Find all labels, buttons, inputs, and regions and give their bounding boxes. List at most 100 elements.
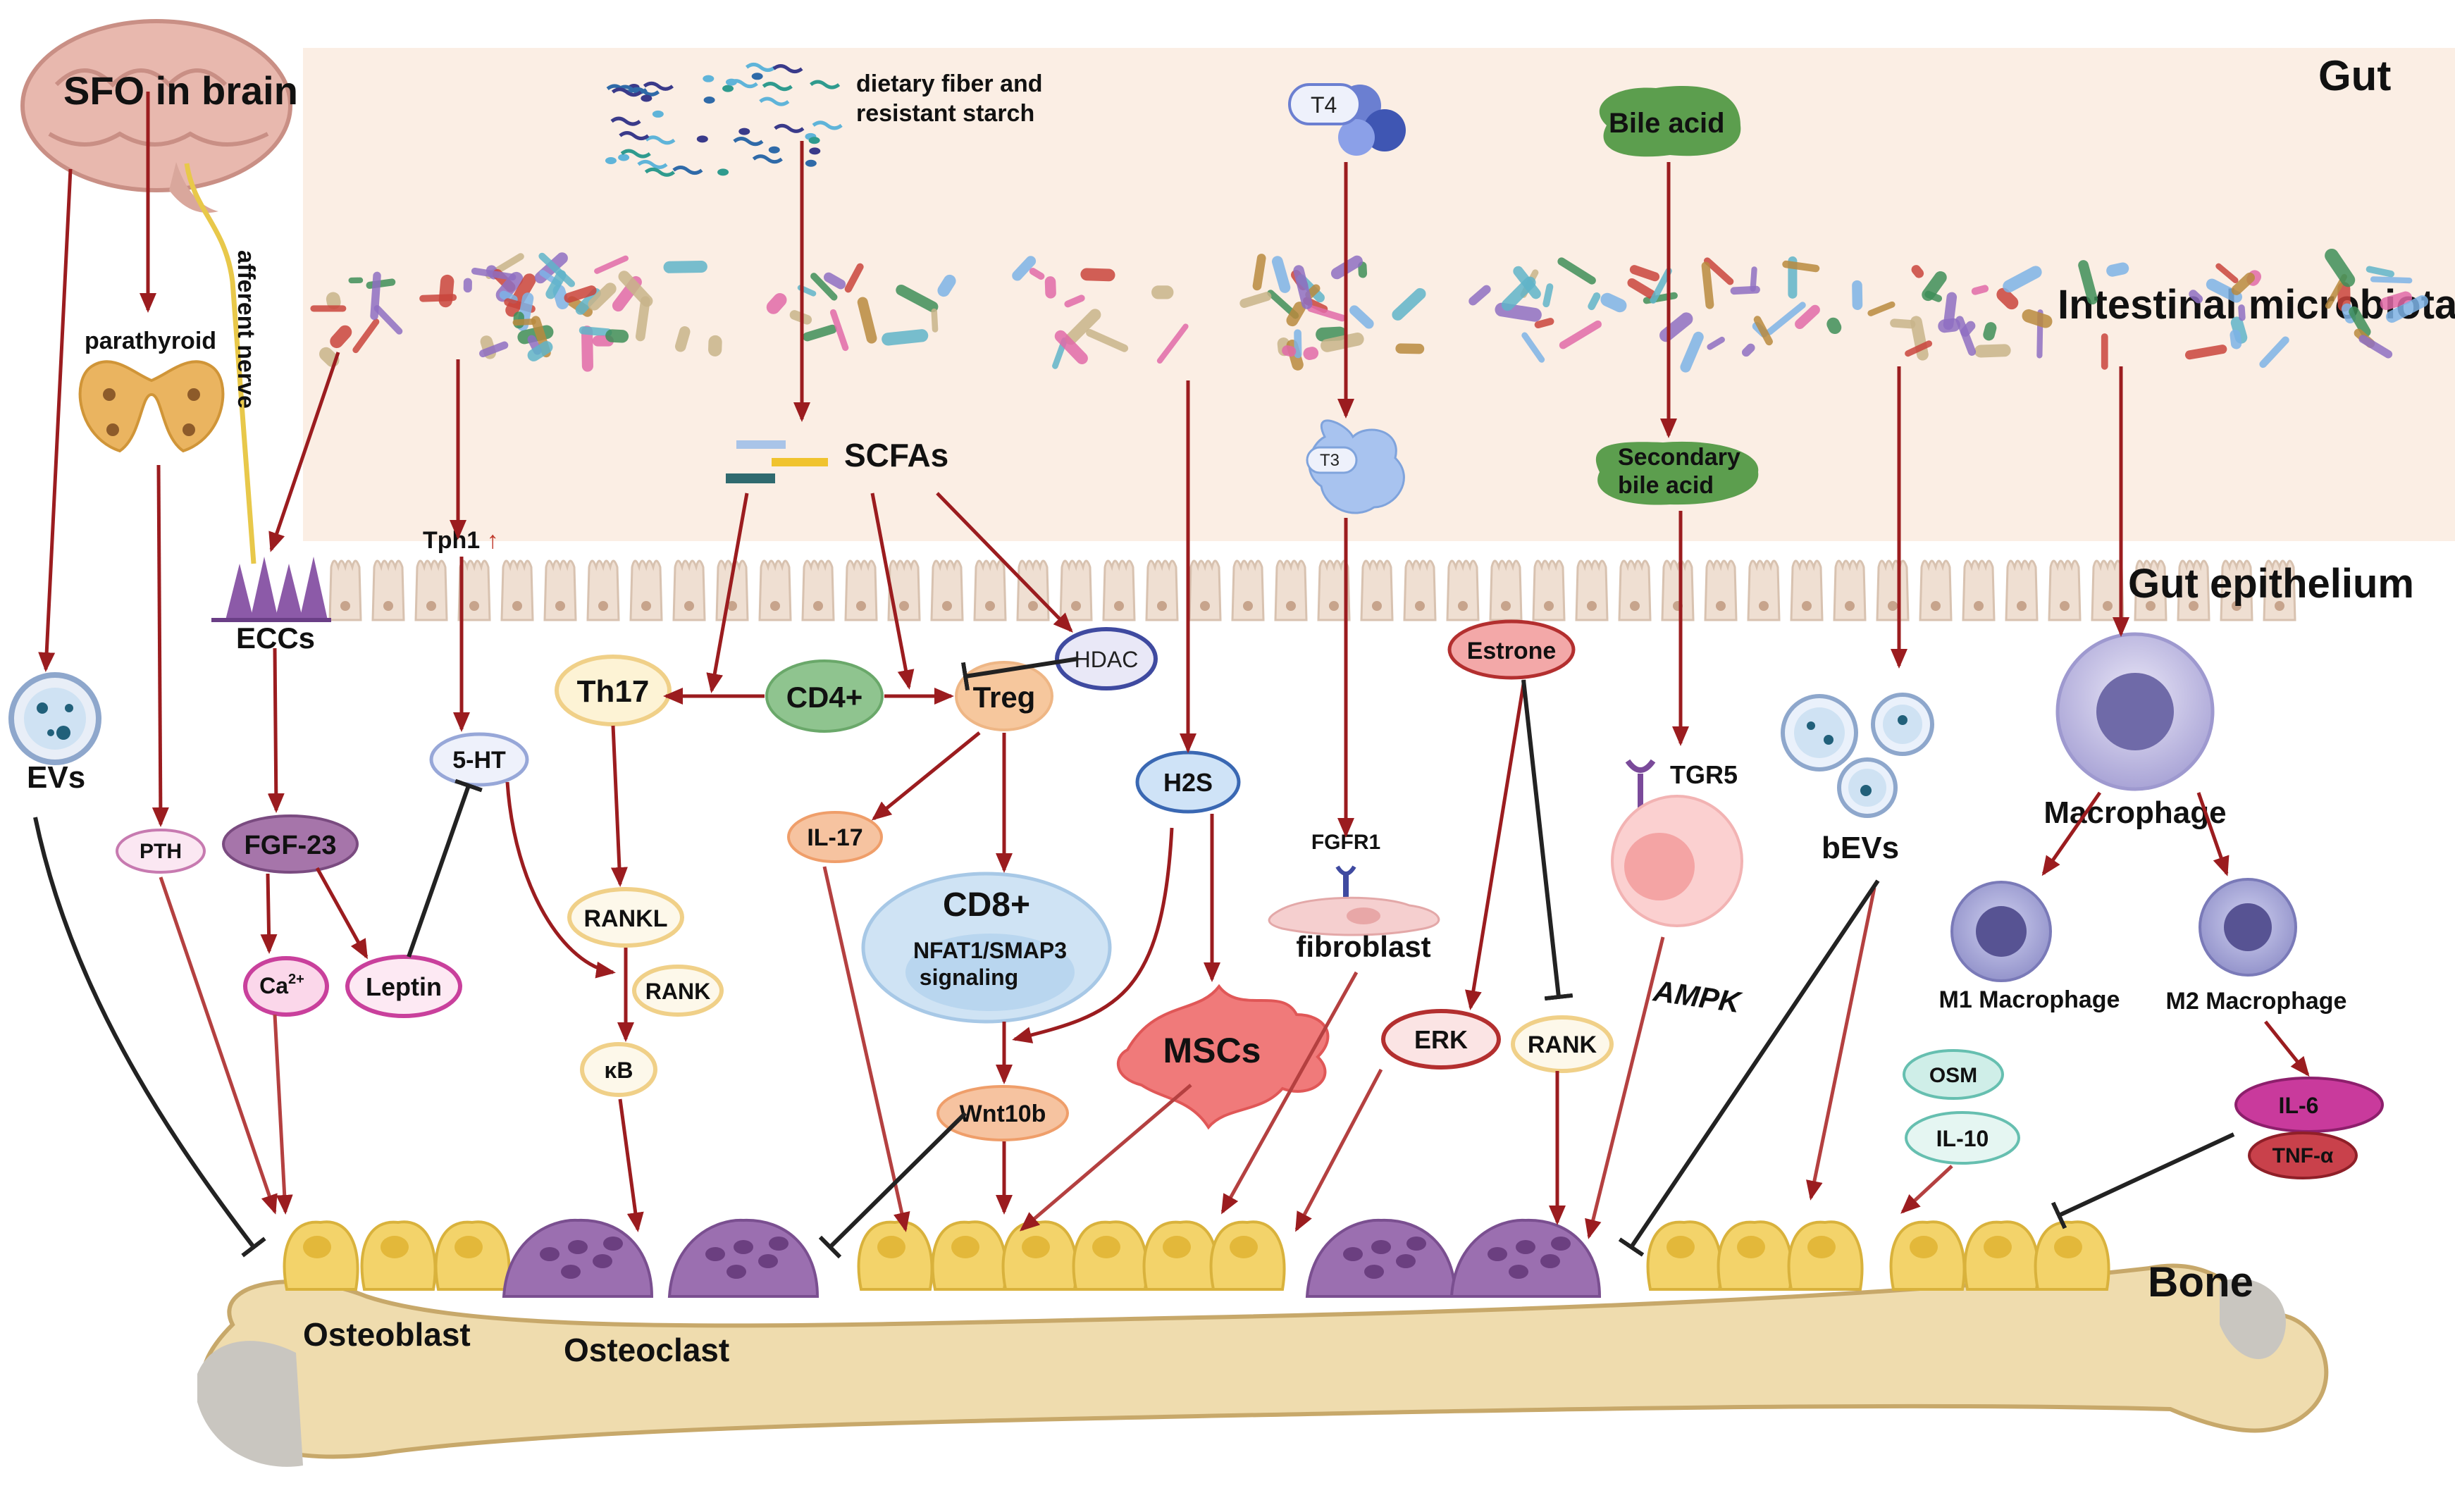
hdac-pill — [1055, 627, 1158, 690]
microbe — [1938, 318, 1960, 333]
fibroblast-nucleus — [1347, 907, 1380, 924]
osteoblast-cell — [283, 1220, 359, 1291]
osm-pill — [1903, 1049, 2004, 1100]
epithelial-cell — [1876, 559, 1910, 621]
microbe — [2003, 266, 2042, 293]
tgr5-receptor-icon — [1625, 759, 1656, 830]
brain-icon — [20, 19, 292, 213]
epithelial-cell — [457, 559, 491, 621]
microbe — [1588, 292, 1601, 311]
ca-pill — [243, 956, 329, 1017]
cd8-nucleus — [905, 934, 1075, 1011]
microbe — [803, 324, 837, 342]
nodes: HDAC Th17 CD4+ Treg IL-17 CD8+ NFAT1/SMA… — [116, 619, 2384, 1179]
microbe — [1766, 302, 1806, 335]
treg-pill — [955, 661, 1053, 731]
microbe — [1680, 331, 1704, 373]
epithelial-cell — [543, 559, 577, 621]
microbe — [1054, 330, 1088, 364]
il17-pill — [787, 811, 883, 863]
microbe — [471, 267, 517, 281]
microbe — [1392, 287, 1426, 321]
mscs-cell — [1116, 984, 1330, 1130]
microbe — [2078, 260, 2098, 305]
osteoblast-cell — [1889, 1220, 1966, 1291]
epithelial-cell — [672, 559, 706, 621]
microbe — [1307, 304, 1346, 322]
microbe — [2184, 345, 2227, 360]
fiber-particle — [618, 154, 630, 161]
fiber-particle — [652, 110, 664, 118]
il6-text: IL-6 — [2279, 1093, 2319, 1118]
microbe — [1782, 260, 1820, 273]
microbe — [438, 274, 454, 308]
microbe — [1600, 292, 1627, 313]
microbe — [882, 329, 929, 346]
m1-text: M1 Macrophage — [1939, 986, 2120, 1013]
microbe — [588, 283, 617, 311]
epithelial-cell — [1747, 559, 1781, 621]
microbe — [1701, 261, 1714, 309]
microbe — [1156, 323, 1189, 364]
tgr5-text: TGR5 — [1670, 760, 1738, 789]
microbe — [564, 285, 597, 303]
microbe — [1924, 290, 1943, 302]
microbe — [2259, 336, 2289, 368]
gut-epithelium-cells — [328, 559, 2296, 621]
epithelial-cell — [2263, 559, 2296, 621]
microbe — [2349, 306, 2371, 337]
epithelial-cell — [887, 559, 921, 621]
microbe — [479, 341, 509, 358]
fiber-strand — [812, 120, 843, 130]
microbe — [1911, 265, 1924, 278]
epithelial-cell — [844, 559, 878, 621]
epithelial-cell — [758, 559, 792, 621]
osteoblast-cell — [931, 1220, 1008, 1291]
microbe — [2358, 335, 2393, 359]
epithelial-cell — [1446, 559, 1480, 621]
fiber-particle — [703, 75, 715, 82]
bone-cells — [283, 1218, 2110, 1298]
il6-pill — [2234, 1077, 2384, 1133]
microbe — [575, 288, 601, 315]
osteoblast-cell — [1142, 1220, 1219, 1291]
microbe — [330, 325, 352, 349]
microbe — [1086, 328, 1129, 352]
microbe — [635, 296, 650, 342]
epithelial-cell — [1231, 559, 1265, 621]
microbe — [844, 263, 864, 293]
epithelial-cell — [1102, 559, 1136, 621]
scfas-icon — [726, 440, 828, 483]
hdac-text: HDAC — [1075, 647, 1139, 672]
fiber-particle — [809, 147, 821, 155]
microbe — [1293, 265, 1313, 309]
fiber-particle — [717, 168, 729, 176]
epithelial-cell — [500, 559, 534, 621]
microbe — [2022, 309, 2053, 328]
epithelial-cell — [1704, 559, 1738, 621]
parathyroid-label: parathyroid — [85, 328, 216, 354]
fiber-particle — [738, 128, 750, 135]
erk-text: ERK — [1414, 1025, 1468, 1054]
rank-estrone-pill — [1511, 1015, 1614, 1073]
fiber-particle — [768, 146, 780, 154]
fgf23-pill — [222, 814, 359, 874]
ht5-text: 5-HT — [452, 747, 506, 774]
microbe — [1852, 280, 1863, 310]
epithelial-cell — [1188, 559, 1222, 621]
microbe — [2106, 262, 2129, 277]
fiber-strand — [643, 81, 674, 91]
m2-text: M2 Macrophage — [2166, 988, 2347, 1015]
fiber-strand — [617, 85, 648, 94]
epithelial-cell — [2134, 559, 2168, 621]
treg-text: Treg — [973, 681, 1036, 714]
microbe — [1707, 336, 1725, 350]
osteoclast-cell — [667, 1218, 820, 1298]
microbe — [1029, 268, 1045, 280]
pth-text: PTH — [140, 840, 182, 863]
eccs-cells-icon — [211, 557, 331, 622]
cd8-sub2: signaling — [920, 965, 1018, 990]
epithelial-cell — [1274, 559, 1308, 621]
kb-text: κB — [605, 1058, 633, 1083]
